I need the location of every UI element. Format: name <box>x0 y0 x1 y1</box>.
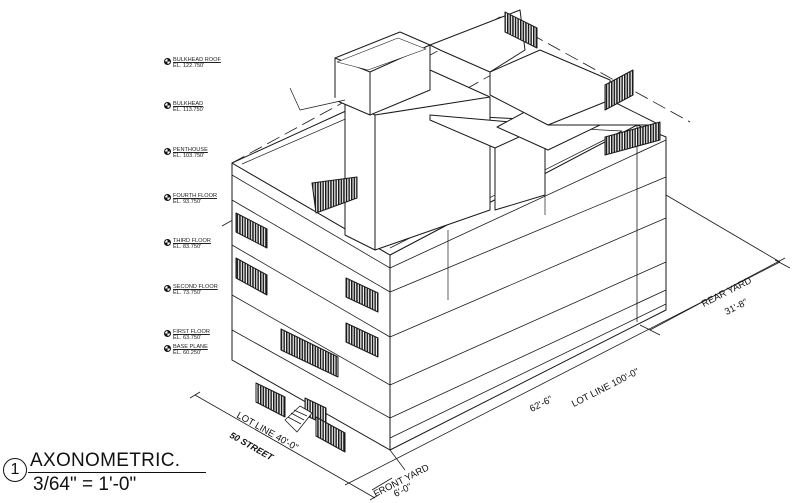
level-tag-second-floor: SECOND FLOOR EL. 73.750' <box>164 284 218 297</box>
level-marker-icon <box>164 345 171 352</box>
level-marker-icon <box>164 148 171 155</box>
level-name: SECOND FLOOR <box>173 284 218 290</box>
level-elevation: EL. 60.250' <box>173 350 202 357</box>
floor-lines-left <box>231 174 391 419</box>
level-marker-icon <box>164 330 171 337</box>
drawing-title: AXONOMETRIC. <box>30 450 181 471</box>
balconies <box>235 11 661 453</box>
dimension-lines <box>189 194 791 501</box>
bulkhead <box>334 31 431 116</box>
level-name: FOURTH FLOOR <box>173 193 218 199</box>
level-tag-penthouse: PENTHOUSE EL. 103.750' <box>164 147 208 160</box>
level-tag-bulkhead: BULKHEAD EL. 113.750' <box>164 101 204 114</box>
level-name: BULKHEAD <box>173 101 204 107</box>
level-name: PENTHOUSE <box>173 147 208 153</box>
level-elevation: EL. 83.750' <box>173 244 202 251</box>
level-name: BASE PLANE <box>173 344 208 350</box>
drawing-number: 1 <box>3 458 27 482</box>
level-marker-icon <box>164 239 171 246</box>
level-tag-bulkhead-roof: BULKHEAD ROOF EL. 122.750' <box>164 57 221 70</box>
entry-stair <box>284 405 313 433</box>
level-elevation: EL. 73.750' <box>173 290 202 297</box>
title-underline <box>28 472 206 473</box>
level-marker-icon <box>164 58 171 65</box>
drawing-scale: 3/64" = 1'-0" <box>33 474 137 495</box>
level-marker-icon <box>164 102 171 109</box>
level-name: FIRST FLOOR <box>173 329 210 335</box>
level-tag-first-floor: FIRST FLOOR EL. 63.750' <box>164 329 210 342</box>
level-elevation: EL. 63.750' <box>173 335 202 342</box>
level-name: THIRD FLOOR <box>173 238 211 244</box>
rear-terraces <box>289 9 661 126</box>
level-tag-third-floor: THIRD FLOOR EL. 83.750' <box>164 238 211 251</box>
floor-lines-right <box>389 125 667 439</box>
level-elevation: EL. 122.750' <box>173 63 205 70</box>
level-tag-base-plane: BASE PLANE EL. 60.250' <box>164 344 208 357</box>
level-marker-icon <box>164 285 171 292</box>
level-marker-icon <box>164 194 171 201</box>
level-elevation: EL. 93.750' <box>173 199 202 206</box>
level-name: BULKHEAD ROOF <box>173 57 221 63</box>
level-elevation: EL. 113.750' <box>173 107 204 114</box>
level-elevation: EL. 103.750' <box>173 153 205 160</box>
level-tag-fourth-floor: FOURTH FLOOR EL. 93.750' <box>164 193 218 206</box>
